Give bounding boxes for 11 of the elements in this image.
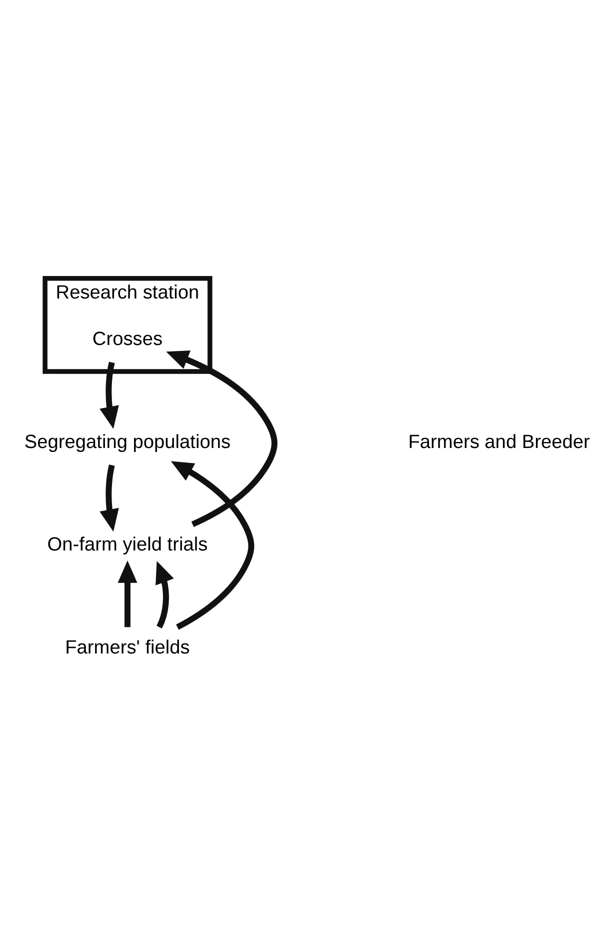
node-text: Farmers' fields (65, 636, 190, 658)
node-text: On-farm yield trials (47, 534, 208, 556)
arrow (100, 464, 119, 532)
node-text: Segregating populations (24, 431, 231, 452)
arrow (156, 560, 174, 628)
node-text: Crosses (92, 328, 163, 350)
label: Farmers and Breeder (408, 431, 590, 452)
arrow (166, 350, 278, 527)
arrow (100, 361, 119, 428)
arrow (170, 460, 254, 630)
arrow (118, 560, 138, 627)
